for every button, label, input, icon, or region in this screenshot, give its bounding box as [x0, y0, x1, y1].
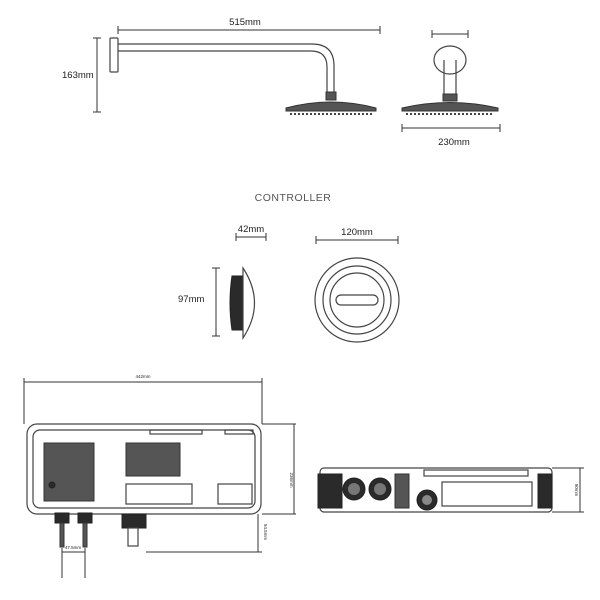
head-diameter-label: 230mm	[438, 137, 470, 148]
inlet-pipe-1	[59, 522, 65, 548]
processor-slot-top	[149, 429, 203, 435]
controller-dial	[329, 272, 385, 328]
controller-height-label: 97mm	[178, 294, 204, 305]
wall-plate	[109, 37, 119, 73]
processor-width-label: 442mm	[135, 374, 150, 379]
processor-front-view: 442mm 236mm 94.5mm 47.5mm	[23, 374, 296, 578]
processor-side-view: 90mm	[317, 467, 584, 513]
controller-side-view: 42mm 97mm	[178, 224, 267, 341]
valve-1-core	[348, 483, 360, 495]
processor-side-block-left	[317, 473, 343, 509]
processor-inner-outline	[32, 429, 256, 509]
shower-head-side-view: 515mm 163mm	[62, 17, 381, 115]
controller-diameter-label: 120mm	[341, 227, 373, 238]
front-connector	[442, 93, 458, 102]
processor-panel-right	[217, 483, 253, 505]
arm-length-label: 515mm	[229, 17, 261, 28]
controller-outer-ring	[314, 257, 400, 343]
processor-indicator	[48, 481, 56, 489]
valve-2-core	[374, 483, 386, 495]
processor-side-block-mid	[394, 473, 410, 509]
outlet-fitting	[121, 513, 147, 529]
shower-head-front-view: 230mm	[401, 30, 501, 148]
processor-height-label: 236mm	[289, 472, 294, 487]
front-arm	[443, 60, 457, 94]
processor-side-block-right	[537, 473, 553, 509]
wall-flange	[433, 45, 467, 75]
outlet-port-core	[422, 495, 432, 505]
shower-arm-inner	[118, 50, 328, 92]
controller-knob-side	[229, 275, 244, 331]
processor-side-panel	[441, 481, 533, 507]
controller-depth-label: 42mm	[238, 224, 264, 235]
outlet-depth-label: 94.5mm	[263, 524, 268, 541]
processor-panel-center	[125, 442, 181, 477]
inlet-fitting-2	[77, 512, 93, 524]
processor-side-top-slot	[423, 469, 529, 477]
outlet-pipe	[127, 527, 139, 547]
inlet-pipe-2	[82, 522, 88, 548]
inlet-fitting-1	[54, 512, 70, 524]
arm-connector	[325, 91, 337, 101]
shower-head-disc	[285, 101, 377, 112]
front-head-disc	[401, 102, 499, 112]
processor-slot-top-right	[224, 429, 254, 435]
controller-heading: CONTROLLER	[255, 192, 332, 204]
shower-arm	[118, 43, 335, 92]
processor-depth-label: 90mm	[574, 484, 579, 497]
drop-height-label: 163mm	[62, 70, 94, 81]
controller-handle	[335, 294, 379, 306]
processor-panel-lower	[125, 483, 193, 505]
controller-front-view: 120mm	[314, 227, 400, 343]
inlet-spacing-label: 47.5mm	[65, 545, 82, 550]
processor-panel-left	[43, 442, 95, 502]
controller-middle-ring	[322, 265, 392, 335]
controller-body-side	[242, 265, 255, 341]
